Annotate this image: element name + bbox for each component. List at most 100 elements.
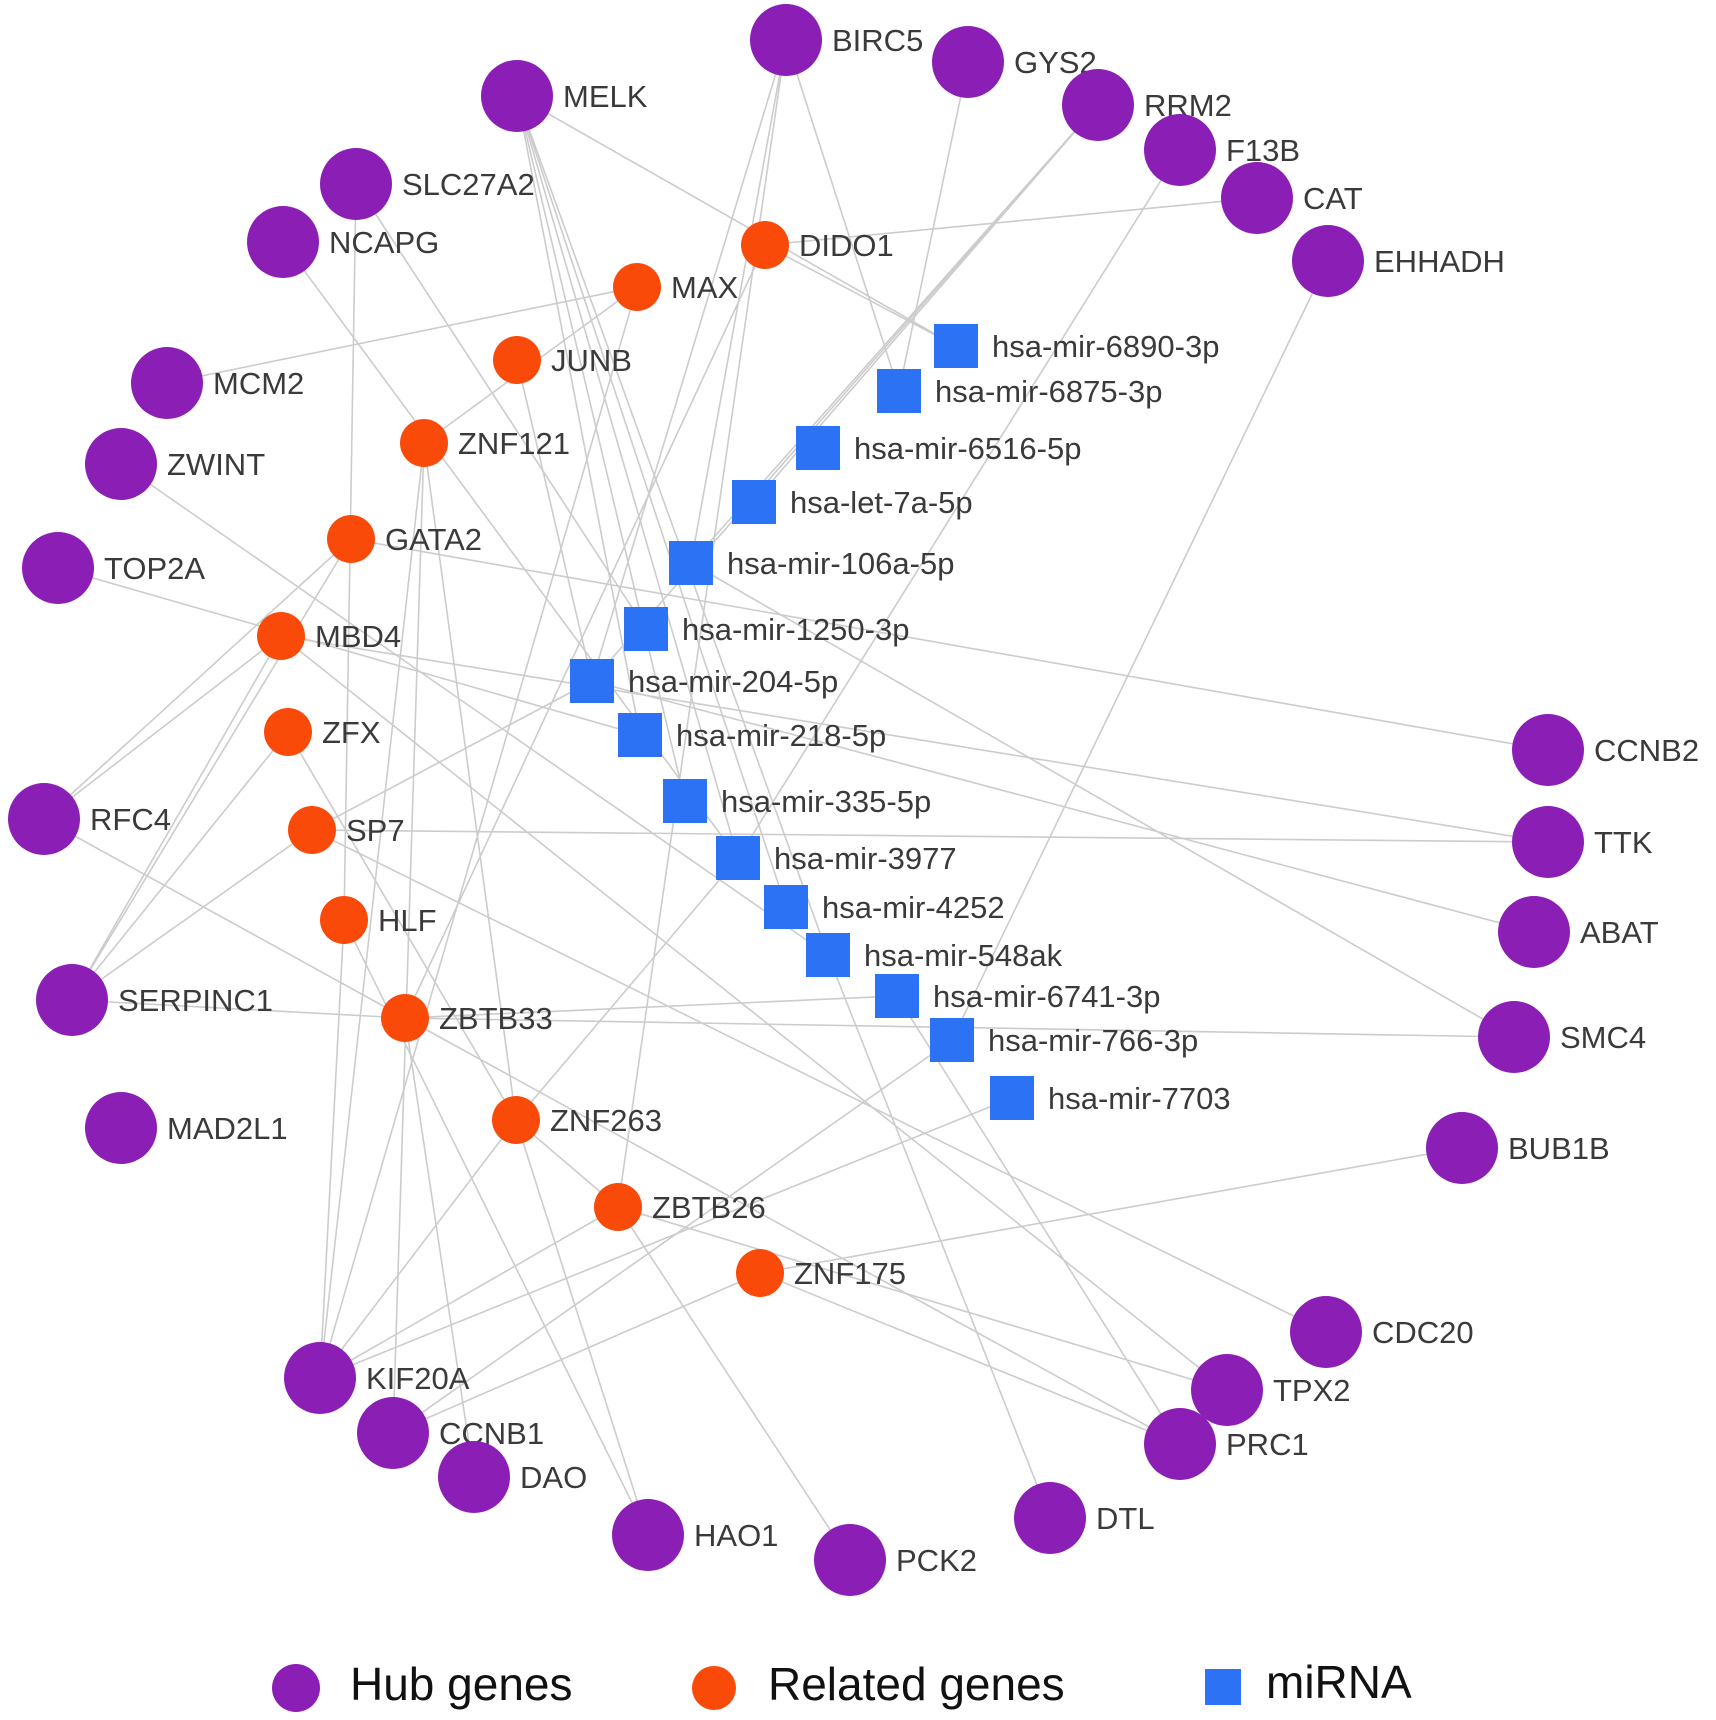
mirna-node-hsa-mir-204-5p: hsa-mir-204-5p — [570, 659, 838, 703]
mirna-node-hsa-mir-6516-5p: hsa-mir-6516-5p — [796, 426, 1081, 470]
edge-birc5-hsa-mir-204-5p — [591, 39, 787, 682]
hub-marker-cdc20 — [1290, 1296, 1362, 1368]
hub-node-rrm2: RRM2 — [1062, 69, 1232, 141]
edge-gata2-serpinc1 — [71, 538, 352, 1001]
hub-label-rfc4: RFC4 — [90, 802, 171, 837]
edge-sp7-ttk — [311, 829, 1549, 843]
related-label-zbtb33: ZBTB33 — [439, 1001, 553, 1036]
hub-marker-zwint — [85, 428, 157, 500]
related-marker-zbtb33 — [381, 994, 429, 1042]
hub-node-smc4: SMC4 — [1478, 1001, 1646, 1073]
hub-marker-birc5 — [750, 4, 822, 76]
mirna-marker-hsa-mir-548ak — [806, 933, 850, 977]
related-node-dido1: DIDO1 — [741, 221, 894, 269]
hub-node-zwint: ZWINT — [85, 428, 265, 500]
legend-related-label: Related genes — [768, 1658, 1065, 1710]
mirna-node-hsa-mir-1250-3p: hsa-mir-1250-3p — [624, 607, 909, 651]
hub-label-melk: MELK — [563, 79, 648, 114]
edge-zfx-znf263 — [287, 731, 517, 1121]
related-label-zbtb26: ZBTB26 — [652, 1190, 766, 1225]
hub-label-ccnb2: CCNB2 — [1594, 733, 1699, 768]
hub-node-cdc20: CDC20 — [1290, 1296, 1474, 1368]
related-marker-junb — [493, 336, 541, 384]
hub-node-serpinc1: SERPINC1 — [36, 964, 273, 1036]
hub-node-dao: DAO — [438, 1441, 587, 1513]
edge-gys2-hsa-mir-6875-3p — [898, 61, 969, 392]
legend: Hub genes Related genes miRNA — [272, 1656, 1412, 1712]
edge-znf263-kif20a — [319, 1119, 517, 1379]
related-marker-znf121 — [400, 419, 448, 467]
edge-melk-hsa-mir-335-5p — [516, 95, 686, 802]
hub-marker-dao — [438, 1441, 510, 1513]
hub-marker-mcm2 — [131, 347, 203, 419]
hub-label-tpx2: TPX2 — [1273, 1373, 1351, 1408]
mirna-node-hsa-mir-7703: hsa-mir-7703 — [990, 1076, 1231, 1120]
mirna-node-hsa-mir-4252: hsa-mir-4252 — [764, 885, 1005, 929]
hub-node-ehhadh: EHHADH — [1292, 225, 1505, 297]
related-label-zfx: ZFX — [322, 715, 381, 750]
hub-node-birc5: BIRC5 — [750, 4, 923, 76]
edge-zbtb26-kif20a — [319, 1206, 619, 1379]
related-marker-znf263 — [492, 1096, 540, 1144]
hub-node-hao1: HAO1 — [612, 1499, 778, 1571]
mirna-marker-hsa-mir-7703 — [990, 1076, 1034, 1120]
related-label-junb: JUNB — [551, 343, 632, 378]
edge-zbtb33-dao — [404, 1017, 475, 1478]
related-node-znf263: ZNF263 — [492, 1096, 662, 1144]
mirna-node-hsa-mir-3977: hsa-mir-3977 — [716, 836, 957, 880]
edge-melk-hsa-mir-4252 — [516, 95, 787, 908]
edge-hlf-kif20a — [319, 919, 345, 1379]
edge-znf175-prc1 — [759, 1272, 1181, 1445]
hub-label-f13b: F13B — [1226, 133, 1300, 168]
related-marker-zfx — [264, 708, 312, 756]
hub-marker-melk — [481, 60, 553, 132]
edge-ncapg-hsa-mir-3977 — [282, 241, 739, 859]
hub-label-abat: ABAT — [1580, 915, 1659, 950]
hub-label-bub1b: BUB1B — [1508, 1131, 1610, 1166]
hub-node-melk: MELK — [481, 60, 648, 132]
edge-hsa-mir-106a-5p-smc4 — [690, 562, 1515, 1038]
edge-melk-hsa-mir-6890-3p — [516, 95, 957, 347]
related-marker-zbtb26 — [594, 1183, 642, 1231]
hub-label-cdc20: CDC20 — [1372, 1315, 1474, 1350]
edge-dido1-hsa-mir-6890-3p — [764, 244, 957, 347]
edge-znf175-bub1b — [759, 1147, 1463, 1274]
edge-gata2-ccnb2 — [350, 538, 1549, 751]
hub-marker-dtl — [1014, 1482, 1086, 1554]
mirna-label-hsa-mir-6516-5p: hsa-mir-6516-5p — [854, 431, 1081, 466]
edge-znf175-ccnb1 — [392, 1272, 761, 1434]
mirna-marker-hsa-mir-1250-3p — [624, 607, 668, 651]
hub-node-rfc4: RFC4 — [8, 783, 171, 855]
hub-label-dao: DAO — [520, 1460, 587, 1495]
mirna-label-hsa-mir-106a-5p: hsa-mir-106a-5p — [727, 546, 954, 581]
hub-node-prc1: PRC1 — [1144, 1408, 1309, 1480]
related-label-znf175: ZNF175 — [794, 1256, 906, 1291]
hub-marker-rrm2 — [1062, 69, 1134, 141]
hub-marker-bub1b — [1426, 1112, 1498, 1184]
mirna-label-hsa-mir-548ak: hsa-mir-548ak — [864, 938, 1063, 973]
mirna-label-hsa-mir-3977: hsa-mir-3977 — [774, 841, 957, 876]
edge-mcm2-max — [166, 286, 638, 384]
edge-znf121-kif20a — [319, 442, 425, 1379]
legend-mirna-marker — [1205, 1669, 1241, 1705]
mirna-node-hsa-mir-6741-3p: hsa-mir-6741-3p — [875, 974, 1160, 1018]
hub-node-ttk: TTK — [1512, 806, 1653, 878]
hub-node-pck2: PCK2 — [814, 1524, 977, 1596]
edge-slc27a2-hsa-mir-1250-3p — [355, 183, 647, 630]
legend-hub-label: Hub genes — [350, 1658, 573, 1710]
hub-marker-hao1 — [612, 1499, 684, 1571]
related-marker-gata2 — [327, 515, 375, 563]
mirna-marker-hsa-mir-6890-3p — [934, 324, 978, 368]
hub-marker-abat — [1498, 896, 1570, 968]
hub-label-kif20a: KIF20A — [366, 1361, 470, 1396]
legend-hub-marker — [272, 1664, 320, 1712]
hub-marker-ccnb1 — [357, 1397, 429, 1469]
related-marker-hlf — [320, 896, 368, 944]
hub-label-birc5: BIRC5 — [832, 23, 923, 58]
mirna-marker-hsa-mir-6875-3p — [877, 369, 921, 413]
hub-label-ehhadh: EHHADH — [1374, 244, 1505, 279]
hub-label-cat: CAT — [1303, 181, 1363, 216]
hub-node-mcm2: MCM2 — [131, 347, 304, 419]
legend-mirna: miRNA — [1205, 1656, 1412, 1708]
edge-hsa-mir-7703-kif20a — [319, 1097, 1013, 1379]
